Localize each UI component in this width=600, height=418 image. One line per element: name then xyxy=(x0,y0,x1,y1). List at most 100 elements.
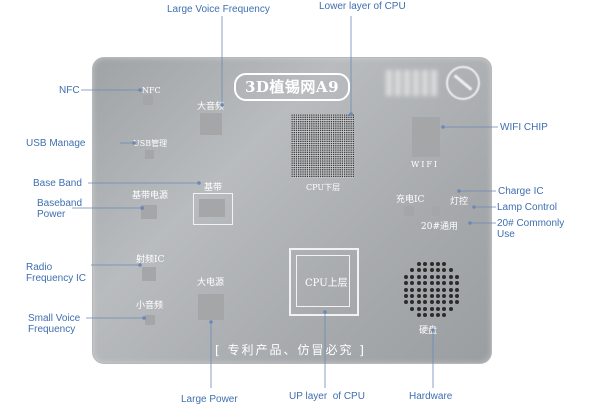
hardware-ball xyxy=(448,274,453,279)
wifi-pad xyxy=(412,117,440,157)
chip-label-usb: USB管理 xyxy=(133,139,168,148)
hardware-ball xyxy=(448,268,453,273)
callout-lower-layer-cpu: Lower layer of CPU xyxy=(319,1,406,12)
hardware-ball xyxy=(442,268,447,273)
hardware-ball xyxy=(410,274,415,279)
hardware-ball xyxy=(416,313,421,318)
chip-label-cpu-upper: CPU上层 xyxy=(305,278,348,289)
chip-label-nfc: NFC xyxy=(142,86,161,95)
plate-title: 3D植锡网A9 xyxy=(234,73,350,101)
chip-label-hardware: 硬盘 xyxy=(419,326,438,336)
hardware-ball xyxy=(410,300,415,305)
hardware-ball xyxy=(442,313,447,318)
charge-pad xyxy=(404,206,414,216)
callout-small-voice-frequency: Small Voice Frequency xyxy=(28,313,81,335)
chip-label-baseband: 基带 xyxy=(204,183,223,193)
hardware-ball xyxy=(442,300,447,305)
chip-label-large-voice: 大音频 xyxy=(197,102,225,112)
hardware-ball xyxy=(423,268,428,273)
callout-large-power: Large Power xyxy=(181,394,238,405)
chip-label-charge: 充电IC xyxy=(396,195,425,205)
hardware-ball xyxy=(455,294,460,298)
hardware-ball xyxy=(416,281,421,286)
hardware-ball xyxy=(448,287,453,292)
baseband-inner-pad xyxy=(199,199,225,217)
nfc-pad xyxy=(143,95,153,105)
callout-wifi-chip: WIFI CHIP xyxy=(500,122,548,133)
hardware-ball xyxy=(410,281,415,286)
hardware-ball xyxy=(442,274,447,279)
hardware-ball xyxy=(442,287,447,292)
hardware-ball xyxy=(436,313,440,318)
hardware-ball xyxy=(448,300,453,305)
callout-nfc: NFC xyxy=(59,85,80,96)
chip-label-small-voice: 小音频 xyxy=(136,301,164,311)
hardware-ball xyxy=(410,268,415,273)
cpu-lower-pad xyxy=(291,114,354,178)
hardware-ball xyxy=(423,294,428,298)
hardware-ball xyxy=(410,294,415,298)
hardware-ball xyxy=(448,281,453,286)
lamp-pad xyxy=(432,206,440,216)
hardware-ball xyxy=(410,287,415,292)
hardware-ball xyxy=(429,294,434,298)
stencil-plate xyxy=(92,57,492,364)
chip-label-common: 20#通用 xyxy=(421,222,458,232)
hardware-ball xyxy=(448,306,453,311)
hardware-ball xyxy=(455,287,460,292)
callout-charge-ic: Charge IC xyxy=(498,186,544,197)
chip-label-wifi: WIFI xyxy=(411,160,440,169)
callout-hardware: Hardware xyxy=(409,391,453,402)
hardware-ball xyxy=(436,300,440,305)
hardware-ball xyxy=(423,281,428,286)
hardware-ball xyxy=(404,287,408,292)
hardware-ball xyxy=(436,274,440,279)
blurred-watermark-text xyxy=(386,70,440,96)
brand-logo-icon xyxy=(446,66,480,100)
chip-label-lamp: 灯控 xyxy=(450,197,469,207)
hardware-ball xyxy=(429,306,434,311)
hardware-ball xyxy=(448,294,453,298)
hardware-ball xyxy=(436,287,440,292)
chip-label-cpu-lower: CPU下层 xyxy=(306,183,341,192)
callout-radio-frequency-ic: Radio Frequency IC xyxy=(26,262,87,284)
hardware-ball xyxy=(423,287,428,292)
hardware-ball xyxy=(410,306,415,311)
hardware-ball xyxy=(416,306,421,311)
hardware-ball xyxy=(442,262,447,266)
hardware-ball xyxy=(442,281,447,286)
small-voice-pad xyxy=(145,315,155,325)
hardware-ball xyxy=(416,294,421,298)
callout-lamp-control: Lamp Control xyxy=(497,202,558,213)
chip-label-baseband-power: 基带电源 xyxy=(132,191,169,201)
hardware-ball xyxy=(442,306,447,311)
radio-pad xyxy=(142,267,156,281)
chip-label-large-power: 大电源 xyxy=(197,278,225,288)
hardware-ball xyxy=(429,287,434,292)
hardware-ball xyxy=(429,262,434,266)
hardware-ball xyxy=(429,300,434,305)
hardware-ball xyxy=(455,274,460,279)
usb-pad xyxy=(145,150,154,159)
callout-up-layer-cpu: UP layer of CPU xyxy=(289,391,365,402)
hardware-ball xyxy=(416,287,421,292)
callout-base-band: Base Band xyxy=(33,178,82,189)
hardware-ball xyxy=(436,268,440,273)
hardware-ball xyxy=(436,306,440,311)
hardware-ball xyxy=(442,294,447,298)
hardware-ball xyxy=(416,300,421,305)
hardware-ball xyxy=(429,281,434,286)
hardware-ball xyxy=(404,300,408,305)
plate-footer-note: [ 专利产品、仿冒必究 ] xyxy=(215,343,366,357)
hardware-ball xyxy=(404,274,408,279)
hardware-ball xyxy=(423,274,428,279)
hardware-ball xyxy=(423,262,428,266)
hardware-ball xyxy=(416,274,421,279)
hardware-ball xyxy=(416,262,421,266)
baseband-power-pad xyxy=(141,205,157,219)
hardware-ball xyxy=(423,306,428,311)
hardware-ball xyxy=(436,294,440,298)
hardware-ball xyxy=(404,281,408,286)
hardware-ball xyxy=(455,281,460,286)
